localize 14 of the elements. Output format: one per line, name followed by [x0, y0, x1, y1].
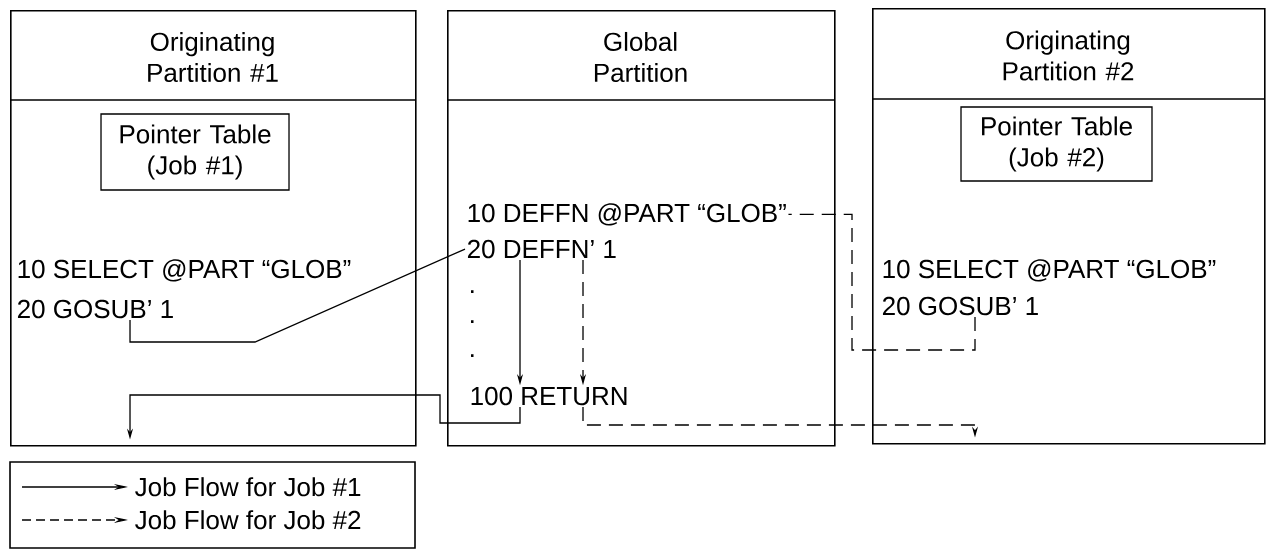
- dot: .: [471, 290, 474, 293]
- pointer-table-box: Pointer Table (Job #1): [100, 113, 290, 191]
- code-line: 20 GOSUB’ 1: [17, 299, 173, 319]
- code-line: 10 SELECT @PART “GLOB”: [18, 259, 351, 282]
- legend-text: Job Flow for Job #2: [135, 510, 361, 530]
- code-line: 10 SELECT @PART “GLOB”: [883, 259, 1216, 282]
- code-line: 10 DEFFN @PART “GLOB”: [468, 203, 786, 226]
- code-line: 100 RETURN: [471, 386, 627, 406]
- legend-text: Job Flow for Job #1: [135, 477, 361, 497]
- dot: .: [471, 320, 474, 323]
- pointer-table-box: Pointer Table (Job #2): [960, 106, 1153, 182]
- dot: .: [471, 354, 474, 357]
- code-line: 20 DEFFN’ 1: [467, 239, 616, 259]
- code-line: 20 GOSUB’ 1: [882, 296, 1038, 316]
